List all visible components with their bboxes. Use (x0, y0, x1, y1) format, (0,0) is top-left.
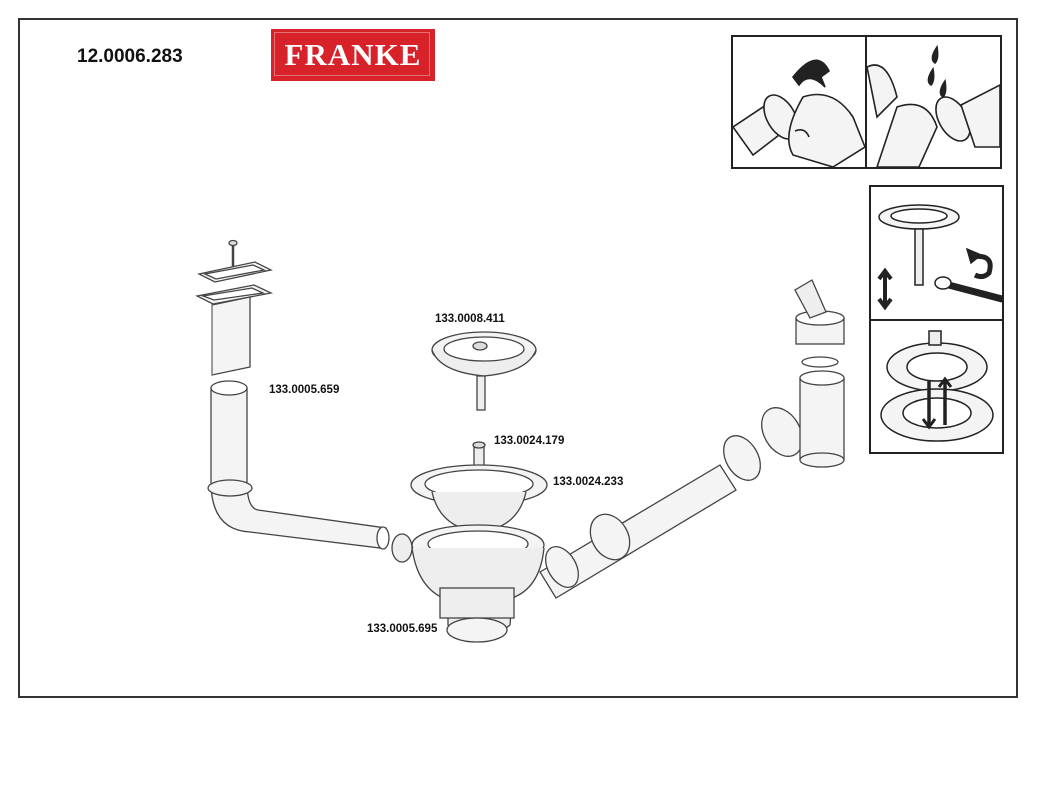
plug-adjust-icon (877, 204, 1002, 311)
overflow-cover (194, 261, 274, 305)
inset-plug-install (869, 319, 1004, 454)
bowl-outlet-body (391, 524, 545, 643)
logo-border (274, 32, 430, 76)
strainer-flange (410, 464, 548, 533)
inset-leak-test (865, 35, 1002, 169)
leak-test-icon (867, 44, 1000, 167)
connecting-hose (539, 407, 803, 599)
brand-logo: FRANKE (271, 29, 435, 81)
overflow-screw (228, 239, 238, 268)
part-label-strainer: 133.0024.233 (553, 476, 624, 488)
part-label-bowl-outlet: 133.0005.695 (367, 623, 438, 635)
document-number: 12.0006.283 (77, 46, 183, 67)
inset-hand-tighten (731, 35, 867, 169)
drawing-frame (18, 18, 1018, 698)
part-label-stem: 133.0024.179 (494, 435, 565, 447)
overflow-hose (207, 380, 390, 550)
plug-install-icon (880, 330, 994, 442)
overflow-body (211, 296, 251, 376)
part-label-overflow: 133.0005.659 (269, 384, 340, 396)
bottle-trap (794, 279, 845, 468)
basket-plug (431, 331, 537, 411)
inset-plug-adjust (869, 185, 1004, 321)
part-label-plug: 133.0008.411 (435, 313, 505, 325)
brand-name: FRANKE (284, 37, 422, 72)
hand-tighten-icon (733, 59, 865, 167)
